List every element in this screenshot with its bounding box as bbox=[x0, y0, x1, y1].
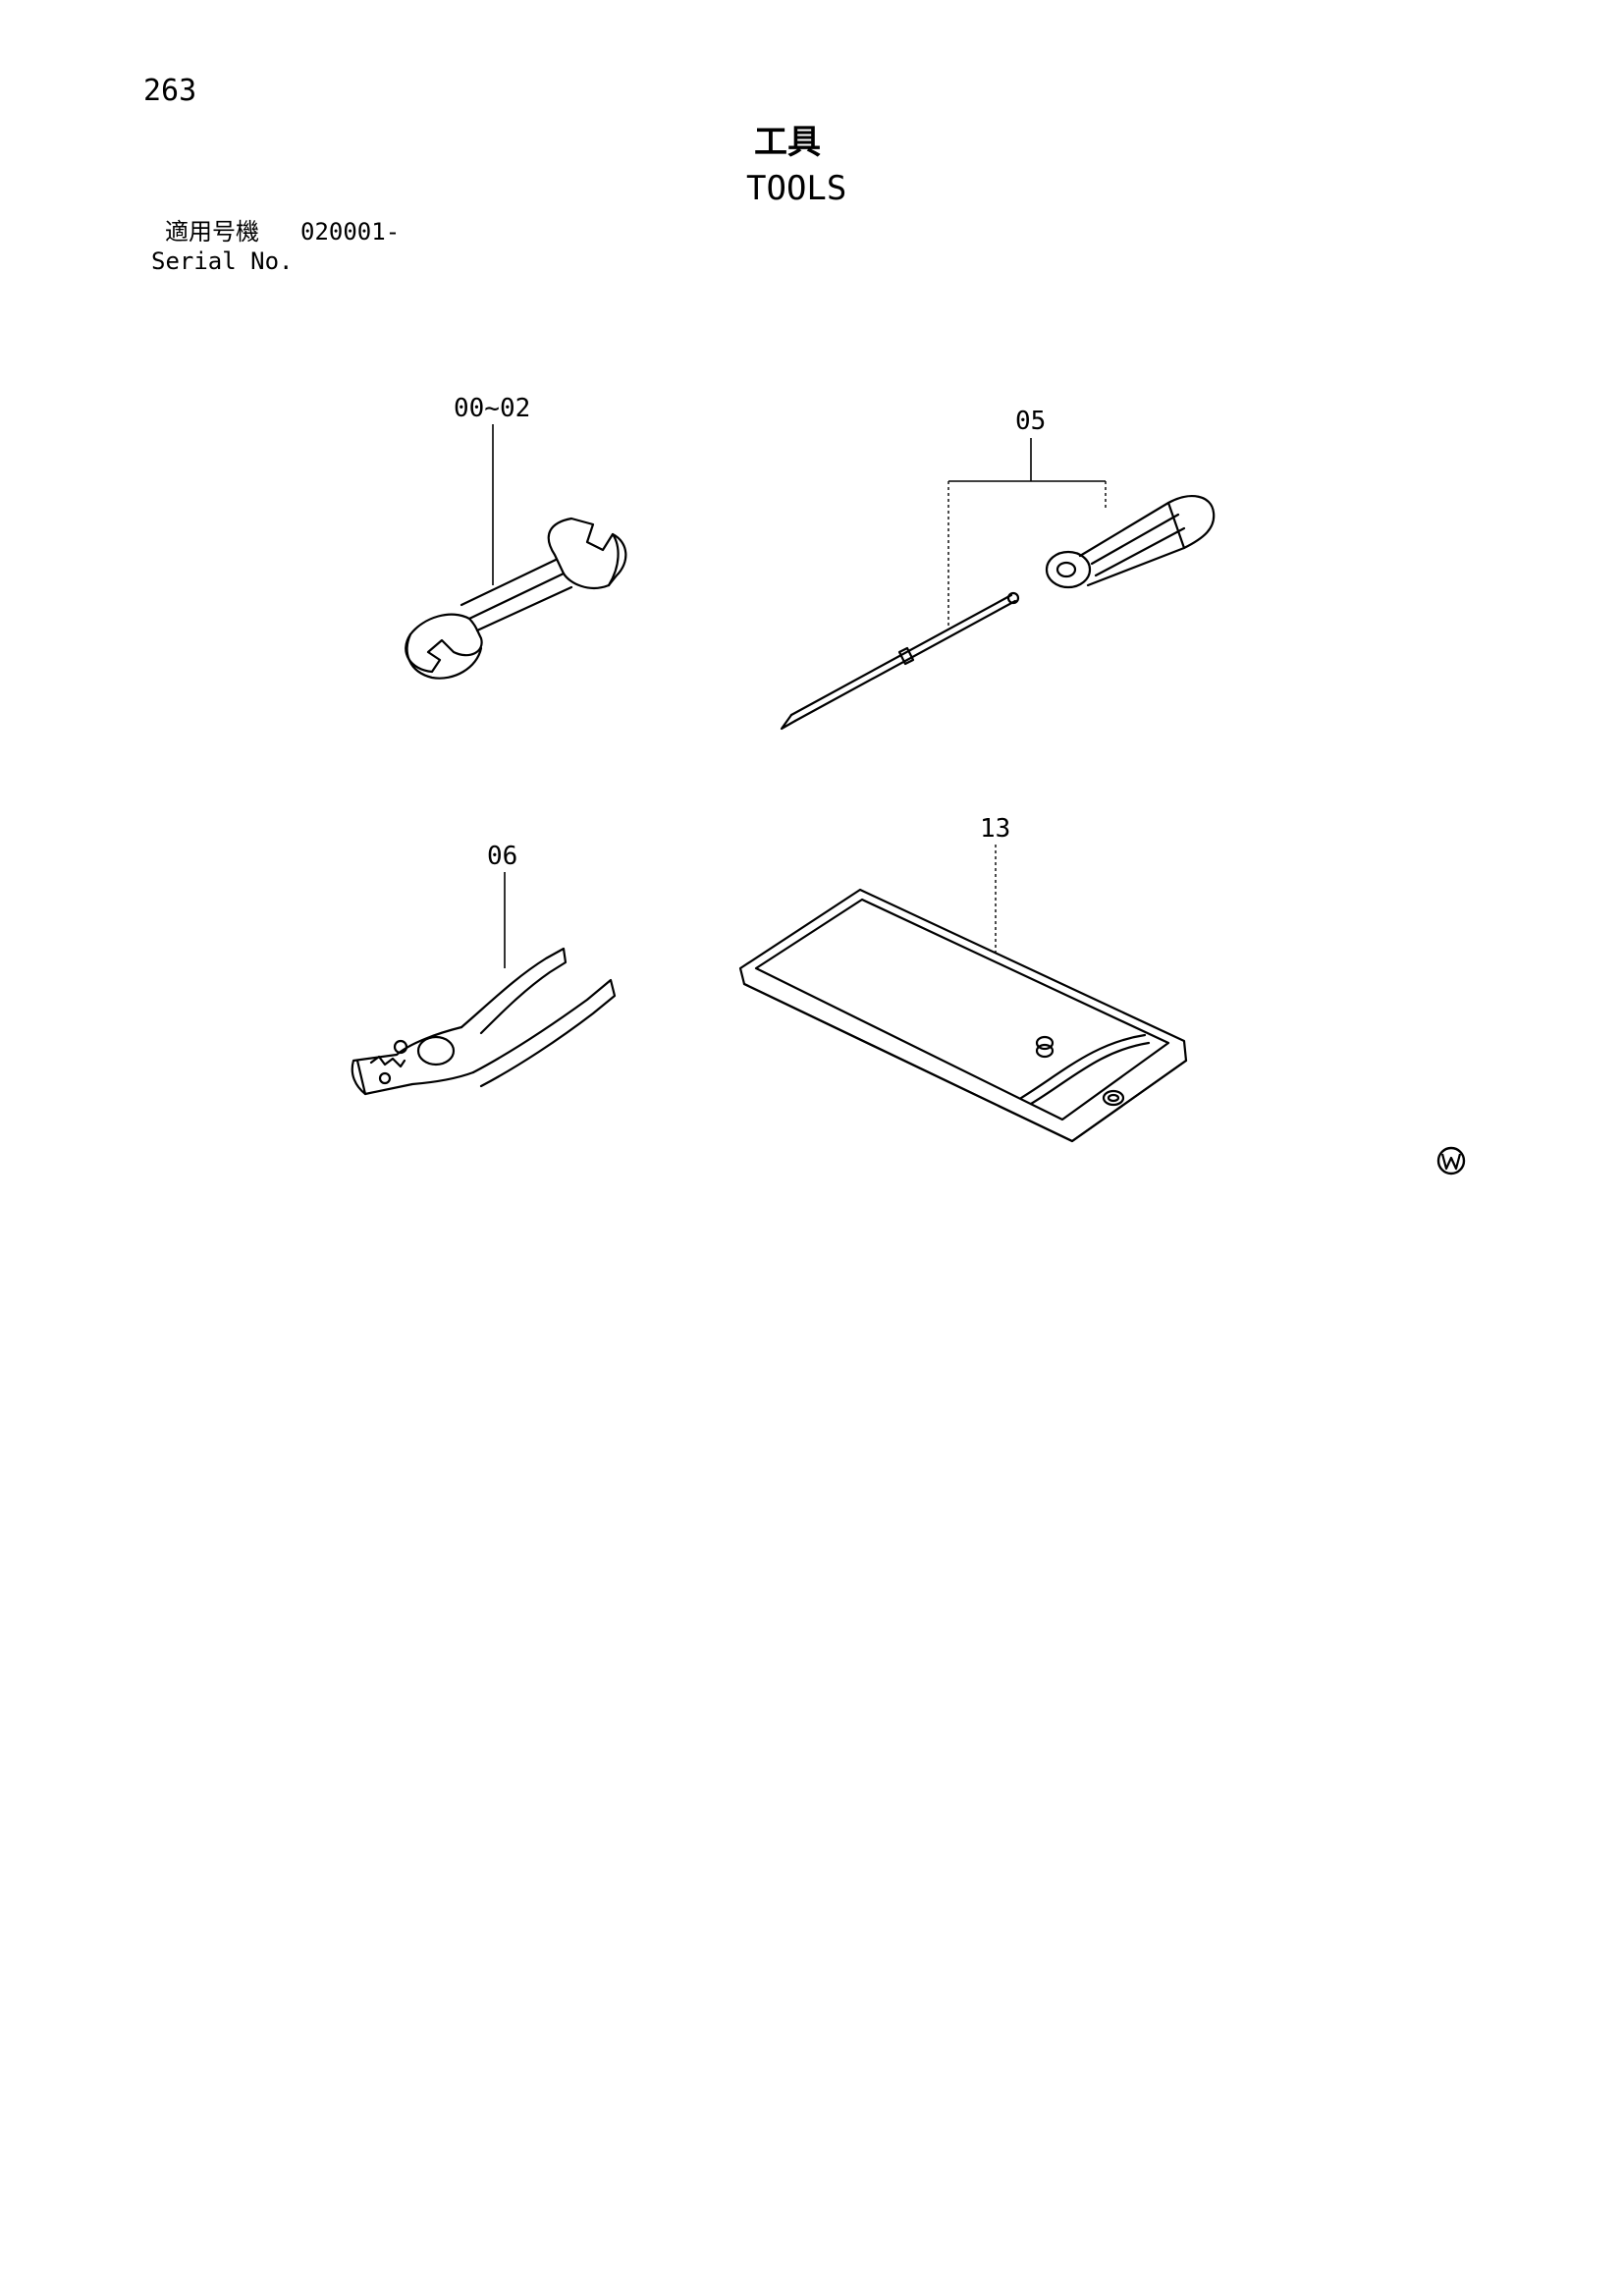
screwdriver-icon bbox=[780, 495, 1216, 731]
part-group-pliers: 06 bbox=[351, 842, 617, 1096]
part-group-screwdriver: 05 bbox=[780, 407, 1216, 731]
part-ref-label: 00~02 bbox=[454, 394, 530, 423]
page-title-english: TOOLS bbox=[746, 169, 847, 208]
part-ref-label: 06 bbox=[487, 842, 517, 871]
page-title-japanese: 工具 bbox=[754, 123, 821, 162]
serial-number-value: 020001- bbox=[300, 218, 401, 246]
w-circle-mark bbox=[1436, 1146, 1466, 1175]
pliers-icon bbox=[351, 947, 617, 1096]
part-group-tool-bag: 13 bbox=[738, 814, 1188, 1143]
page-number: 263 bbox=[143, 74, 197, 108]
part-group-wrench: 00~02 bbox=[405, 394, 627, 680]
part-ref-label: 05 bbox=[1015, 407, 1046, 436]
serial-label-japanese: 適用号機 bbox=[165, 218, 259, 246]
tool-bag-icon bbox=[738, 888, 1188, 1143]
part-ref-label: 13 bbox=[980, 814, 1010, 844]
serial-label-english: Serial No. bbox=[151, 247, 294, 275]
wrench-icon bbox=[405, 517, 627, 680]
